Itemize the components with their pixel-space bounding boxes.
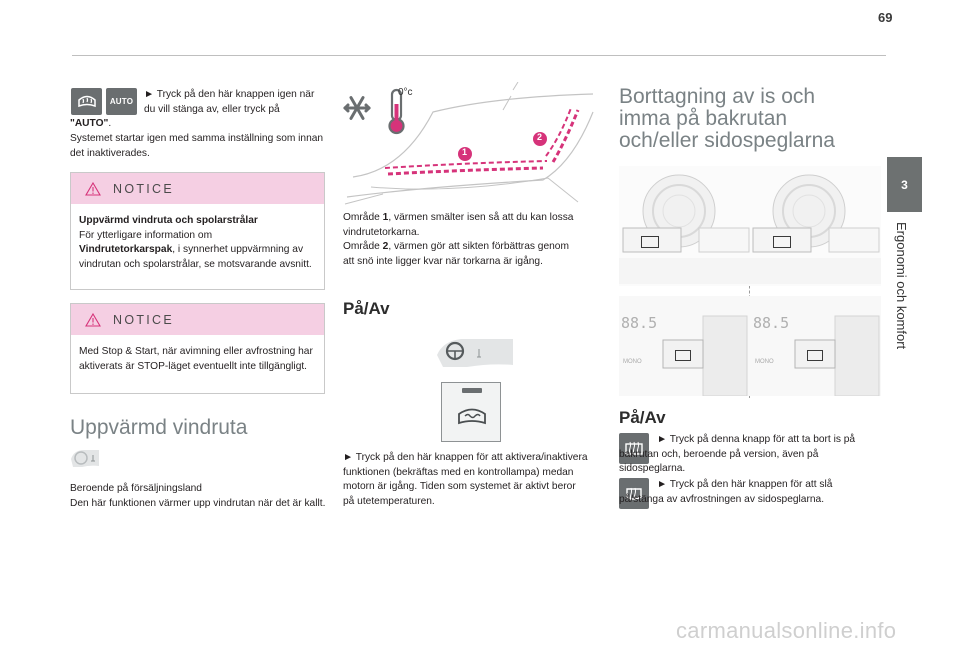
snowflake-icon (343, 96, 371, 120)
rear-defrost-bullet: ► Tryck på denna knapp för att ta bort i… (619, 434, 856, 475)
rear-window-defrost-icon-left (641, 236, 659, 248)
temperature-label: 0°c (398, 87, 413, 98)
notice-text-b: , i synnerhet uppvärmning av vindrutan o… (79, 244, 312, 270)
mono-label-left: MONO (623, 359, 642, 365)
intro-restart-text: Systemet startar igen med samma inställn… (70, 133, 324, 159)
notice-box-heated-windshield: NOTICE Uppvärmd vindruta och spolarstrål… (70, 172, 325, 290)
zone-1-post: , värmen smälter isen så att du kan loss… (343, 212, 574, 238)
windshield-defrost-icon (77, 95, 96, 107)
notice-body: Uppvärmd vindruta och spolarstrålar För … (71, 204, 324, 280)
country-steering-wheel-icon (70, 448, 100, 475)
rear-window-defrost-icon (625, 441, 643, 455)
footer-watermark: carmanualsonline.info (676, 618, 897, 643)
temp-display-right: 88.5 (753, 314, 790, 332)
defrost-panel-illustration: 88.5 88.5 MONO MONO (619, 166, 881, 398)
windshield-defrost-button-icon (71, 88, 102, 115)
notice-box-stop-start: NOTICE Med Stop & Start, när avimning el… (70, 303, 325, 394)
heated-windshield-description: Den här funktionen värmer upp vindrutan … (70, 498, 326, 509)
on-off-description-col2: ► Tryck på den här knappen för att aktiv… (343, 452, 588, 507)
windshield-heat-button[interactable] (441, 382, 501, 442)
thermometer-icon (388, 88, 405, 135)
steering-wheel-icon (437, 335, 513, 376)
temp-display-left: 88.5 (621, 314, 658, 332)
intro-bullet-text: ► Tryck på den här knappen igen när du v… (144, 89, 315, 115)
mono-label-right: MONO (755, 359, 774, 365)
notice-bold-ref: Vindrutetorkarspak (79, 244, 173, 256)
zone-marker-1-label: 1 (462, 147, 468, 157)
auto-badge: AUTO (109, 97, 134, 106)
notice-text: För ytterligare information om Vindrutet… (79, 229, 316, 273)
indicator-lamp (462, 388, 482, 393)
zone-marker-1 (458, 147, 472, 161)
zone-marker-2 (533, 132, 547, 146)
on-off-title-col3: På/Av (619, 408, 666, 427)
chapter-label-text: Ergonomi och komfort (894, 222, 909, 350)
zone-marker-2-label: 2 (537, 132, 543, 142)
heated-windshield-icon (458, 408, 486, 425)
mirror-defrost-icon (626, 487, 642, 500)
zone-2-pre: Område (343, 241, 383, 252)
notice-heading: Uppvärmd vindruta och spolarstrålar (79, 215, 258, 226)
on-off-title-col2: På/Av (343, 299, 390, 318)
notice-header: NOTICE (71, 173, 324, 204)
warning-triangle-icon (85, 312, 101, 327)
zone-2-num: 2 (382, 241, 389, 252)
zone-1-pre: Område (343, 212, 383, 223)
notice-body: Med Stop & Start, när avimning eller avf… (79, 346, 313, 372)
zone-2-post: , värmen gör att sikten förbättras genom… (343, 241, 569, 267)
chapter-tab[interactable]: 3 (887, 157, 922, 212)
auto-button-icon: AUTO (106, 88, 137, 115)
notice-title: NOTICE (113, 312, 175, 327)
chapter-label: Ergonomi och komfort (894, 222, 916, 392)
intro-auto-line: "AUTO". (70, 117, 326, 132)
notice-title: NOTICE (113, 181, 175, 196)
zone-1-description: Område 1, värmen smälter isen så att du … (343, 211, 583, 240)
mirror-defrost-icon-right (807, 350, 823, 361)
windshield-illustration: 0°c 1 2 (343, 81, 596, 207)
mirror-defrost-button-icon (619, 478, 649, 509)
top-divider (72, 55, 886, 56)
zone-2-description: Område 2, värmen gör att sikten förbättr… (343, 240, 583, 269)
country-availability-text: Beroende på försäljningsland (70, 483, 202, 494)
auto-period: . (108, 118, 112, 129)
heated-windshield-title: Uppvärmd vindruta (70, 416, 248, 439)
mirror-defrost-icon-left (675, 350, 691, 361)
rear-defrost-title: Borttagning av is och imma på bakrutan o… (619, 85, 835, 152)
warning-triangle-icon (85, 181, 101, 196)
notice-text-a: För ytterligare information om (79, 229, 213, 241)
rear-window-defrost-icon-right (773, 236, 791, 248)
mirror-defrost-bullet: ► Tryck på den här knappen för att slå p… (619, 479, 833, 505)
page-number: 69 (878, 10, 893, 25)
rear-defrost-button-icon (619, 433, 649, 464)
auto-keyword: "AUTO" (70, 118, 109, 129)
notice-header: NOTICE (71, 304, 324, 335)
zone-1-num: 1 (382, 212, 389, 223)
